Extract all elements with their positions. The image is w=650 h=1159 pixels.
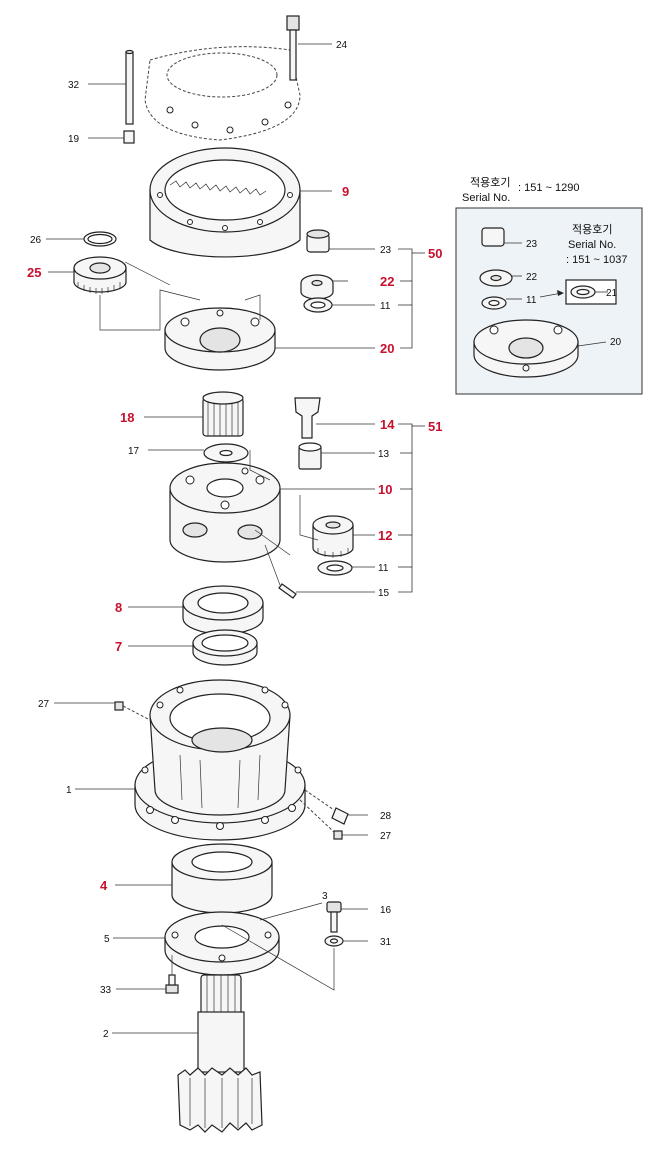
- inset-box-serial-label: Serial No.: [568, 239, 616, 251]
- planet-pin-part-14: [294, 397, 321, 439]
- label-9: 9: [342, 184, 349, 199]
- label-18: 18: [120, 410, 134, 425]
- label-25: 25: [27, 265, 41, 280]
- label-19: 19: [68, 134, 80, 145]
- leader-lines: [46, 43, 425, 1034]
- bushing-part-13: [298, 442, 322, 470]
- planet-gear-part-25: [73, 256, 127, 294]
- sun-gear-part-18: [202, 391, 244, 437]
- washer-part-11-lower: [317, 560, 353, 576]
- inset-top-serial-label: Serial No.: [462, 192, 510, 204]
- label-7: 7: [115, 639, 122, 654]
- label-27-upper: 27: [38, 699, 50, 710]
- label-3: 3: [322, 891, 328, 902]
- label-50: 50: [428, 246, 442, 261]
- carrier-part-20: [164, 307, 276, 371]
- plate-part-5: [164, 911, 280, 976]
- plug-part-27-upper: [114, 701, 124, 711]
- thrust-washer-part-17: [203, 443, 249, 463]
- bearing-part-4: [171, 843, 273, 914]
- label-16: 16: [380, 905, 392, 916]
- inset-label-23: 23: [526, 239, 538, 250]
- label-11-lower: 11: [378, 563, 389, 574]
- label-22: 22: [380, 274, 394, 289]
- label-8: 8: [115, 600, 122, 615]
- label-33: 33: [100, 985, 112, 996]
- label-1: 1: [66, 785, 72, 796]
- label-26: 26: [30, 235, 42, 246]
- label-14: 14: [380, 417, 395, 432]
- upper-housing-part: [144, 46, 301, 141]
- serial-number-inset: 적용호기 Serial No. : 151 ~ 1290 적용호기 Serial…: [455, 176, 643, 395]
- plug-part-28: [331, 807, 349, 825]
- label-10: 10: [378, 482, 392, 497]
- label-5: 5: [104, 934, 110, 945]
- assembly-guide-line-stage2: [249, 450, 319, 586]
- bolt-part-16: [326, 901, 342, 933]
- assembly-guide-line-stage1: [99, 261, 261, 331]
- sun-gear-part-22: [300, 274, 334, 300]
- inset-top-title: 적용호기: [470, 176, 510, 189]
- washer-part-31: [324, 935, 344, 947]
- inset-box-title: 적용호기: [572, 223, 612, 236]
- pinion-shaft-part-2: [177, 974, 263, 1133]
- label-13: 13: [378, 449, 390, 460]
- inset-top-serial-range: : 151 ~ 1290: [518, 182, 579, 194]
- label-27-lower: 27: [380, 831, 392, 842]
- label-32: 32: [68, 80, 80, 91]
- inset-box-serial-range: : 151 ~ 1037: [566, 254, 627, 266]
- label-11-upper: 11: [380, 301, 391, 312]
- label-15: 15: [378, 588, 390, 599]
- ring-gear-part-9: [149, 147, 301, 258]
- label-2: 2: [103, 1029, 109, 1040]
- oil-seal-part-7: [192, 629, 258, 666]
- washer-part-11-upper: [303, 297, 333, 313]
- plug-part-27-lower: [333, 830, 343, 840]
- bolt-part-33: [165, 974, 179, 994]
- thrust-plate-part-23: [306, 229, 330, 253]
- bolt-part-24: [286, 15, 300, 81]
- inset-label-20: 20: [610, 337, 622, 348]
- fitting-guide-line-casing: [122, 705, 335, 833]
- planet-carrier-part-10: [169, 462, 281, 563]
- planet-gear-part-12: [312, 515, 354, 558]
- label-51: 51: [428, 419, 442, 434]
- inset-label-11: 11: [526, 295, 537, 306]
- spring-pin-part-15: [278, 583, 297, 599]
- label-17: 17: [128, 446, 140, 457]
- snap-ring-part-26: [83, 231, 117, 247]
- inset-label-21: 21: [606, 288, 618, 299]
- casing-part-1: [134, 679, 306, 841]
- pin-part-19: [123, 130, 135, 144]
- label-24: 24: [336, 40, 348, 51]
- label-20: 20: [380, 341, 394, 356]
- label-23: 23: [380, 245, 392, 256]
- label-4: 4: [100, 878, 108, 893]
- assembly-guide-line-lower: [171, 902, 335, 991]
- label-12: 12: [378, 528, 392, 543]
- label-28: 28: [380, 811, 392, 822]
- label-31: 31: [380, 937, 392, 948]
- inset-label-22: 22: [526, 272, 538, 283]
- bearing-part-8: [182, 585, 264, 635]
- pin-part-32: [125, 49, 134, 125]
